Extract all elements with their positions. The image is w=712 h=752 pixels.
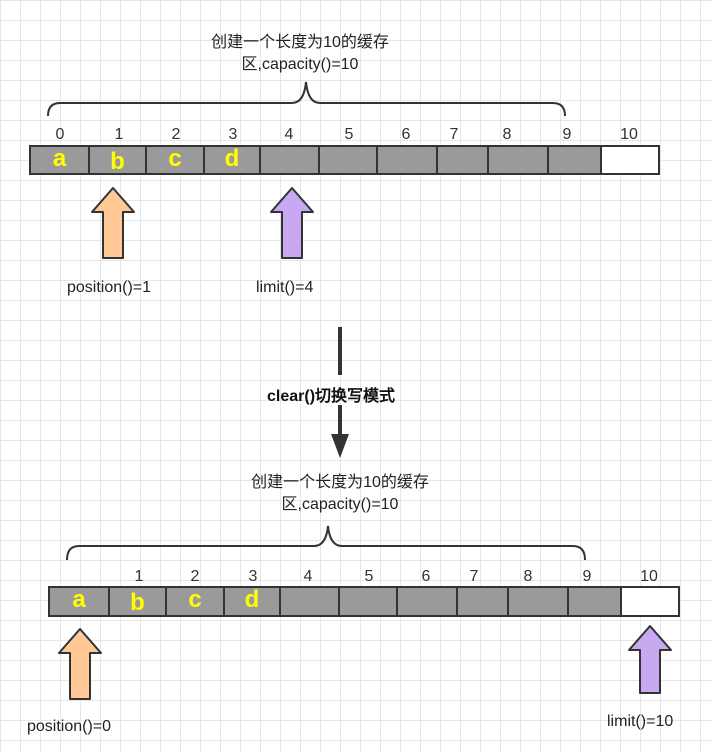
bottom-cell-letter-3: d (244, 586, 260, 613)
top-index-10: 10 (620, 126, 638, 143)
bottom-buffer-cell-7 (456, 586, 509, 617)
bottom-buffer-cell-1: b (108, 586, 167, 617)
top-cell-letter-1: b (110, 148, 125, 175)
top-index-8: 8 (502, 126, 512, 143)
bottom-index-2: 2 (190, 568, 200, 585)
top-index-9: 9 (562, 126, 572, 143)
top-buffer-cell-0: a (29, 145, 90, 175)
bottom-buffer-cell-4 (279, 586, 340, 617)
bottom-index-4: 4 (303, 568, 313, 585)
top-buffer-cell-2: c (145, 145, 205, 175)
top-index-7: 7 (449, 126, 459, 143)
top-cell-letter-3: d (224, 145, 240, 172)
bottom-caption-line1: 创建一个长度为10的缓存 (251, 474, 429, 491)
bottom-index-3: 3 (248, 568, 258, 585)
top-index-2: 2 (171, 126, 181, 143)
top-buffer-cell-6 (376, 145, 438, 175)
top-index-0: 0 (55, 126, 65, 143)
top-limit-label: limit()=4 (256, 279, 314, 296)
top-caption-line2: 区,capacity()=10 (241, 56, 359, 73)
top-index-4: 4 (284, 126, 294, 143)
bottom-cell-letter-2: c (188, 586, 202, 613)
top-buffer-cell-5 (318, 145, 378, 175)
bottom-limit-label: limit()=10 (607, 713, 674, 730)
bottom-buffer-cell-9 (567, 586, 622, 617)
bottom-index-5: 5 (364, 568, 374, 585)
clear-mode-label: clear()切换写模式 (267, 388, 396, 405)
top-buffer-cell-10 (600, 145, 660, 175)
top-cell-letter-2: c (168, 145, 182, 172)
top-position-label: position()=1 (67, 279, 152, 296)
top-buffer-cell-4 (259, 145, 320, 175)
bottom-caption: 创建一个长度为10的缓存 区,capacity()=10 (220, 472, 460, 516)
bottom-buffer-cell-2: c (165, 586, 225, 617)
bottom-buffer-cell-6 (396, 586, 458, 617)
top-buffer-cell-8 (487, 145, 549, 175)
top-caption-line1: 创建一个长度为10的缓存 (211, 34, 389, 51)
top-index-3: 3 (228, 126, 238, 143)
bottom-buffer-cell-8 (507, 586, 569, 617)
bottom-buffer-cell-3: d (223, 586, 281, 617)
top-buffer-cell-1: b (88, 145, 147, 175)
bottom-index-9: 9 (582, 568, 592, 585)
top-caption: 创建一个长度为10的缓存 区,capacity()=10 (180, 32, 420, 76)
bottom-caption-line2: 区,capacity()=10 (281, 496, 399, 513)
bottom-buffer-cell-0: a (48, 586, 110, 617)
bottom-cell-letter-0: a (72, 586, 86, 613)
bottom-position-label: position()=0 (27, 718, 112, 735)
top-index-1: 1 (114, 126, 124, 143)
top-index-6: 6 (401, 126, 411, 143)
top-index-5: 5 (344, 126, 354, 143)
top-buffer-cell-3: d (203, 145, 261, 175)
top-buffer-cell-9 (547, 145, 602, 175)
bottom-index-1: 1 (134, 568, 144, 585)
top-cell-letter-0: a (52, 145, 67, 172)
bottom-cell-letter-1: b (130, 589, 145, 616)
bottom-index-6: 6 (421, 568, 431, 585)
bottom-index-10: 10 (640, 568, 658, 585)
top-buffer-cell-7 (436, 145, 489, 175)
bottom-index-8: 8 (523, 568, 533, 585)
bottom-buffer-cell-5 (338, 586, 398, 617)
bottom-buffer-cell-10 (620, 586, 680, 617)
bottom-index-7: 7 (469, 568, 479, 585)
